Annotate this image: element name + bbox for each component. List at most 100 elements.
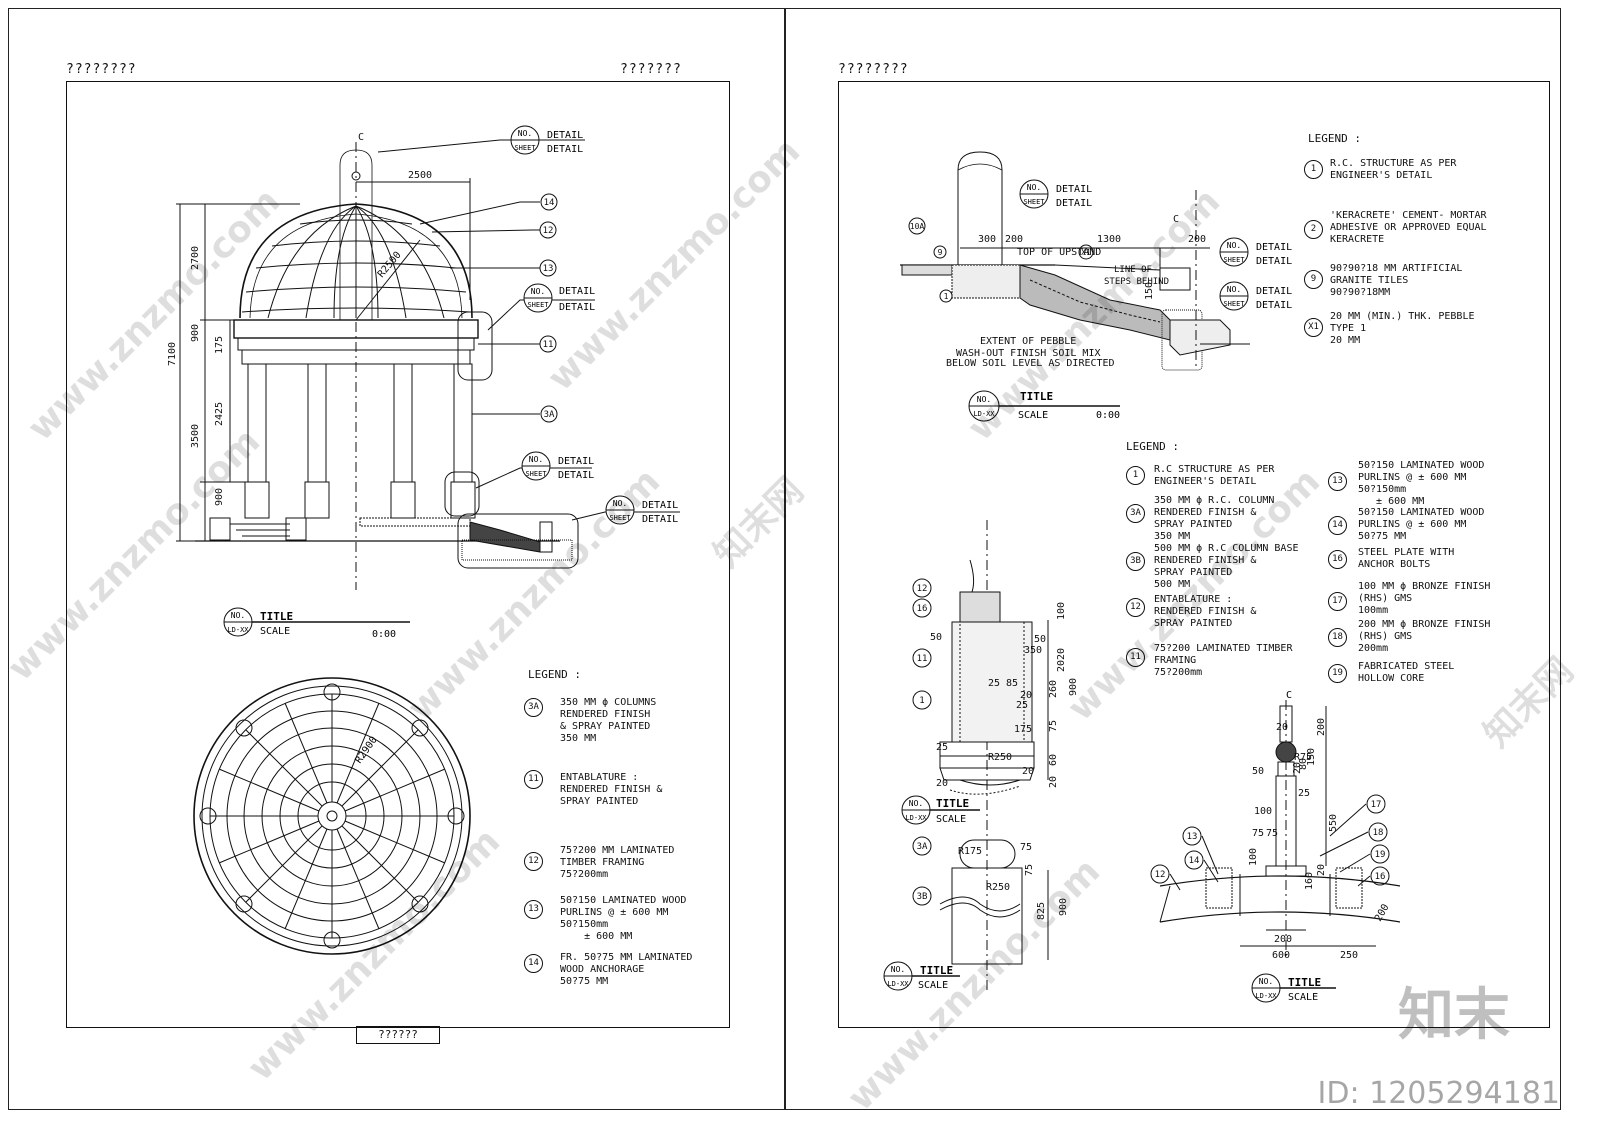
right-legend-text: 50?150 LAMINATED WOOD PURLINS @ ± 600 MM…	[1358, 460, 1485, 507]
col-dim: 900	[1068, 678, 1079, 696]
col-dim: 175	[1014, 724, 1032, 735]
svg-text:TITLE: TITLE	[1288, 976, 1321, 989]
section-callout-2: NO. SHEET DETAIL DETAIL	[1219, 237, 1292, 267]
right-legend-num: 19	[1328, 664, 1347, 683]
section-extent-pebble: EXTENT OF PEBBLE	[980, 336, 1076, 347]
svg-text:SHEET: SHEET	[514, 144, 536, 152]
col-dim: R250	[986, 882, 1010, 893]
finial-marker: 13	[1187, 832, 1198, 842]
centerline-label: C	[358, 132, 364, 143]
svg-text:SCALE: SCALE	[1018, 410, 1048, 421]
right-legend-num: 11	[1126, 648, 1145, 667]
right-legend-text: 20 MM (MIN.) THK. PEBBLE TYPE 1 20 MM	[1330, 311, 1475, 346]
section-dim-300: 300	[978, 234, 996, 245]
right-legend-text: 350 MM ϕ R.C. COLUMN RENDERED FINISH & S…	[1154, 495, 1275, 542]
right-legend-text: 'KERACRETE' CEMENT- MORTAR ADHESIVE OR A…	[1330, 210, 1487, 245]
right-drawing-frame	[838, 81, 1550, 1028]
svg-text:DETAIL: DETAIL	[547, 144, 583, 155]
col-dim: 20	[1048, 776, 1059, 788]
finial-ball	[351, 171, 361, 181]
col-dim: 2020	[1056, 648, 1067, 672]
svg-text:SHEET: SHEET	[1023, 198, 1045, 206]
svg-text:DETAIL: DETAIL	[1256, 300, 1292, 311]
svg-text:DETAIL: DETAIL	[1256, 256, 1292, 267]
finial-dim: 160	[1304, 872, 1315, 890]
svg-text:NO.: NO.	[1227, 241, 1241, 250]
section-dim-150: 150	[1144, 282, 1155, 300]
dim-base-h: 900	[214, 488, 225, 506]
svg-text:0:00: 0:00	[372, 629, 396, 640]
col-dim: 60	[1048, 754, 1059, 766]
dome-outline	[239, 203, 473, 319]
svg-text:SHEET: SHEET	[609, 514, 631, 522]
floor-slab	[359, 517, 471, 527]
finial-dim: 20	[1292, 762, 1303, 774]
marker-13	[539, 259, 557, 277]
right-header-title: ????????	[838, 62, 909, 77]
finial-marker: 17	[1371, 800, 1382, 810]
dim-col-zone: 3500	[190, 424, 201, 448]
finial-marker: 14	[1189, 856, 1200, 866]
right-legend-num: 3B	[1126, 552, 1145, 571]
left-header-right: ???????	[620, 62, 682, 77]
right-legend-text: 500 MM ϕ R.C COLUMN BASE RENDERED FINISH…	[1154, 543, 1299, 590]
right-legend-num: 14	[1328, 516, 1347, 535]
right-legend-num: X1	[1304, 318, 1323, 337]
finial-dim: 100	[1254, 806, 1272, 817]
col-dim: 85	[1006, 678, 1018, 689]
col-dim: R250	[988, 752, 1012, 763]
svg-text:NO.: NO.	[977, 395, 991, 404]
svg-text:SHEET: SHEET	[1223, 256, 1245, 264]
col-dim: 260	[1048, 680, 1059, 698]
svg-text:DETAIL: DETAIL	[559, 286, 595, 297]
col-dim: 75	[1024, 864, 1035, 876]
col-dim: 100	[1056, 602, 1067, 620]
right-legend-num: 1	[1304, 160, 1323, 179]
right-legend-text: STEEL PLATE WITH ANCHOR BOLTS	[1358, 547, 1455, 570]
finial-marker: 16	[1375, 872, 1386, 882]
marker-14	[540, 193, 558, 211]
right-legend-num: 2	[1304, 220, 1323, 239]
col-dim: 25	[988, 678, 1000, 689]
svg-text:SCALE: SCALE	[260, 626, 290, 637]
finial-dim: 100	[1248, 848, 1259, 866]
svg-text:NO.: NO.	[891, 965, 905, 974]
col-dim: 20	[1022, 766, 1034, 777]
col-marker: 1	[919, 696, 924, 706]
col-dim: 825	[1036, 902, 1047, 920]
svg-text:LD-XX: LD-XX	[1255, 992, 1277, 1000]
gazebo-elevation: C 2500 2700 900 7100 175 2425 3500 900 R…	[167, 125, 680, 640]
section-dim-200b: 200	[1188, 234, 1206, 245]
marker-12	[539, 221, 557, 239]
finial-dim: 200	[1274, 934, 1292, 945]
section-washout: WASH-OUT FINISH SOIL MIX	[956, 348, 1101, 359]
left-legend-num: 13	[524, 900, 543, 919]
right-legend-num: 16	[1328, 550, 1347, 569]
right-legend-num: 3A	[1126, 504, 1145, 523]
left-legend-text: 75?200 MM LAMINATED TIMBER FRAMING 75?20…	[560, 845, 675, 880]
marker-12-label: 12	[543, 226, 554, 236]
section-steps-behind: STEPS BEHIND	[1104, 277, 1169, 287]
svg-text:SCALE: SCALE	[918, 980, 948, 991]
section-dim-200: 200	[1005, 234, 1023, 245]
col-dim: 50	[1034, 634, 1046, 645]
right-legend-num: 17	[1328, 592, 1347, 611]
right-legend-text: FABRICATED STEEL HOLLOW CORE	[1358, 661, 1455, 684]
svg-text:DETAIL: DETAIL	[1256, 286, 1292, 297]
section-centerline: C	[1173, 214, 1179, 225]
section-dim-1300: 1300	[1097, 234, 1121, 245]
svg-text:0:00: 0:00	[1096, 410, 1120, 421]
finial-dim: 250	[1340, 950, 1358, 961]
right-legend-text: 100 MM ϕ BRONZE FINISH (RHS) GMS 100mm	[1358, 581, 1491, 616]
left-legend-text: 350 MM ϕ COLUMNS RENDERED FINISH & SPRAY…	[560, 697, 657, 744]
marker-13-label: 13	[543, 264, 554, 274]
right-legend-mid-title: LEGEND :	[1126, 440, 1179, 453]
col-dim: 50	[930, 632, 942, 643]
section-line-of: LINE OF	[1114, 265, 1152, 275]
finial-dim: 200	[1316, 718, 1327, 736]
dome-plan-view: R2900	[193, 677, 471, 955]
col-dim: 25	[1016, 700, 1028, 711]
right-legend-text: R.C STRUCTURE AS PER ENGINEER'S DETAIL	[1154, 464, 1275, 487]
left-sheet	[8, 8, 785, 1110]
finial-dim: 50	[1252, 766, 1264, 777]
